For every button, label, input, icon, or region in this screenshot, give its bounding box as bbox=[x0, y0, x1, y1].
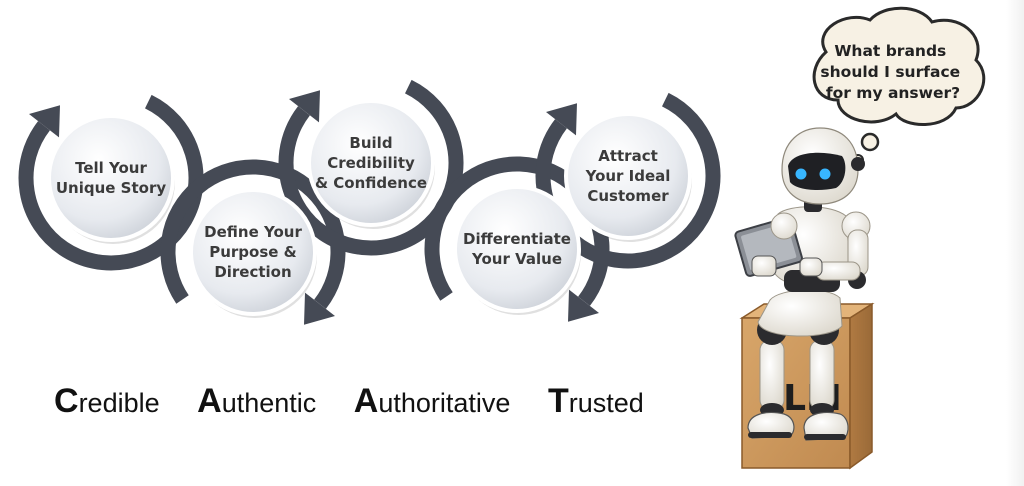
step-label-line: Define Your bbox=[204, 223, 302, 241]
step-disc bbox=[189, 188, 317, 316]
arrow-head bbox=[546, 103, 577, 136]
step-label-line: Differentiate bbox=[463, 230, 571, 248]
step-disc bbox=[564, 112, 692, 240]
page-edge bbox=[1006, 0, 1024, 486]
robot-visor bbox=[788, 152, 846, 190]
arrow-head bbox=[304, 292, 335, 325]
acronym-word: Trusted bbox=[548, 382, 644, 420]
acronym-word: Credible bbox=[54, 382, 160, 420]
thought-line: should I surface bbox=[820, 63, 960, 81]
robot-right-eye bbox=[819, 168, 831, 180]
arrow-rings bbox=[18, 79, 721, 325]
step-label-line: Purpose & bbox=[209, 243, 297, 261]
acronym-initial: C bbox=[54, 382, 79, 420]
thought-bubble: What brands should I surface for my answ… bbox=[812, 6, 986, 166]
robot-thighs bbox=[757, 289, 843, 337]
step-label-line: Attract bbox=[598, 147, 658, 165]
arrow-ring bbox=[535, 92, 721, 269]
robot-left-eye bbox=[795, 168, 807, 180]
robot-left-shoulder bbox=[770, 212, 798, 240]
robot-left-sole bbox=[748, 432, 792, 438]
step-disc bbox=[307, 99, 435, 227]
step-label-line: Credibility bbox=[327, 154, 415, 172]
robot bbox=[734, 127, 871, 441]
arrow-ring bbox=[18, 94, 204, 271]
step-disc bbox=[47, 114, 175, 242]
step-label-line: Your Ideal bbox=[585, 167, 671, 185]
step-label-line: Unique Story bbox=[56, 179, 166, 197]
acronym-rest: redible bbox=[78, 388, 160, 418]
acronym-word: Authentic bbox=[197, 382, 317, 420]
step-label-line: Build bbox=[349, 134, 392, 152]
thought-dot-large bbox=[860, 132, 880, 152]
arrow-ring bbox=[160, 159, 346, 309]
acronym-rest: uthoritative bbox=[378, 388, 511, 418]
robot-left-hand bbox=[751, 255, 777, 277]
robot-right-forearm bbox=[815, 261, 861, 281]
step-label-line: Tell Your bbox=[75, 159, 147, 177]
thought-text: What brands should I surface for my answ… bbox=[820, 42, 965, 102]
acronym-row: Credible Authentic Authoritative Trusted bbox=[54, 382, 674, 421]
acronym-initial: T bbox=[547, 382, 569, 420]
acronym-rest: rusted bbox=[568, 388, 644, 418]
arrow-ring bbox=[278, 79, 464, 256]
arrow-head bbox=[568, 289, 599, 322]
step-label-line: Direction bbox=[214, 263, 291, 281]
robot-ear bbox=[851, 157, 865, 171]
acronym-rest: uthentic bbox=[221, 388, 317, 418]
robot-right-shin bbox=[809, 339, 835, 411]
robot-right-sole bbox=[804, 434, 846, 440]
step-label-line: & Confidence bbox=[315, 174, 427, 192]
step-label-line: Your Value bbox=[471, 250, 562, 268]
robot-left-shin bbox=[759, 339, 785, 411]
step-label-line: Customer bbox=[587, 187, 669, 205]
arrow-head bbox=[29, 105, 60, 138]
arrow-head bbox=[289, 90, 320, 123]
acronym-initial: A bbox=[197, 382, 222, 420]
thought-line: What brands bbox=[834, 42, 946, 60]
arrow-ring bbox=[424, 156, 610, 306]
box-side-face bbox=[849, 302, 873, 470]
step-disc bbox=[453, 185, 581, 313]
acronym-word: Authoritative bbox=[354, 382, 511, 420]
robot-right-hand bbox=[799, 257, 823, 277]
thought-line: for my answer? bbox=[826, 84, 960, 102]
thought-cloud bbox=[812, 6, 986, 126]
acronym-initial: A bbox=[353, 382, 379, 420]
